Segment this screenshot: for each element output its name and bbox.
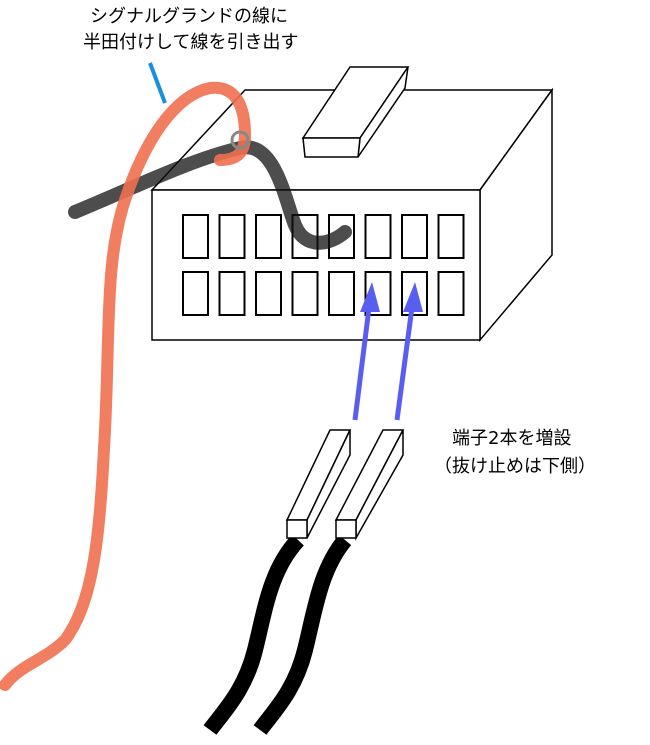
solder-point <box>230 130 250 150</box>
solder-note-line2: 半田付けして線を引き出す <box>83 32 299 53</box>
signal-ground-wire <box>68 140 352 250</box>
terminal-note-line2: （抜け止めは下側） <box>434 456 596 477</box>
latch-block <box>301 66 410 158</box>
connector-slot <box>291 271 319 316</box>
connector-slot <box>364 214 392 259</box>
terminal-2 <box>334 429 405 541</box>
insert-arrows <box>352 282 423 421</box>
connector-slot <box>218 214 246 259</box>
terminal-cable-1 <box>203 534 305 735</box>
connector-slot <box>182 271 209 316</box>
leader-line <box>148 62 167 104</box>
added-red-wire <box>0 81 252 691</box>
terminal-cable-2 <box>253 534 352 735</box>
connector-slot <box>218 271 246 316</box>
terminal-1 <box>285 429 352 539</box>
connector-slot <box>182 214 209 259</box>
connector-slot <box>328 271 355 316</box>
connector-slot <box>437 271 465 316</box>
terminal-note-line1: 端子2本を増設 <box>452 428 572 449</box>
connector-front-face <box>151 189 481 341</box>
solder-note-line1: シグナルグランドの線に <box>90 6 288 27</box>
connector-slot <box>255 271 282 316</box>
connector-slot <box>437 214 465 259</box>
connector-slot <box>255 214 282 259</box>
connector-slot <box>401 214 428 259</box>
